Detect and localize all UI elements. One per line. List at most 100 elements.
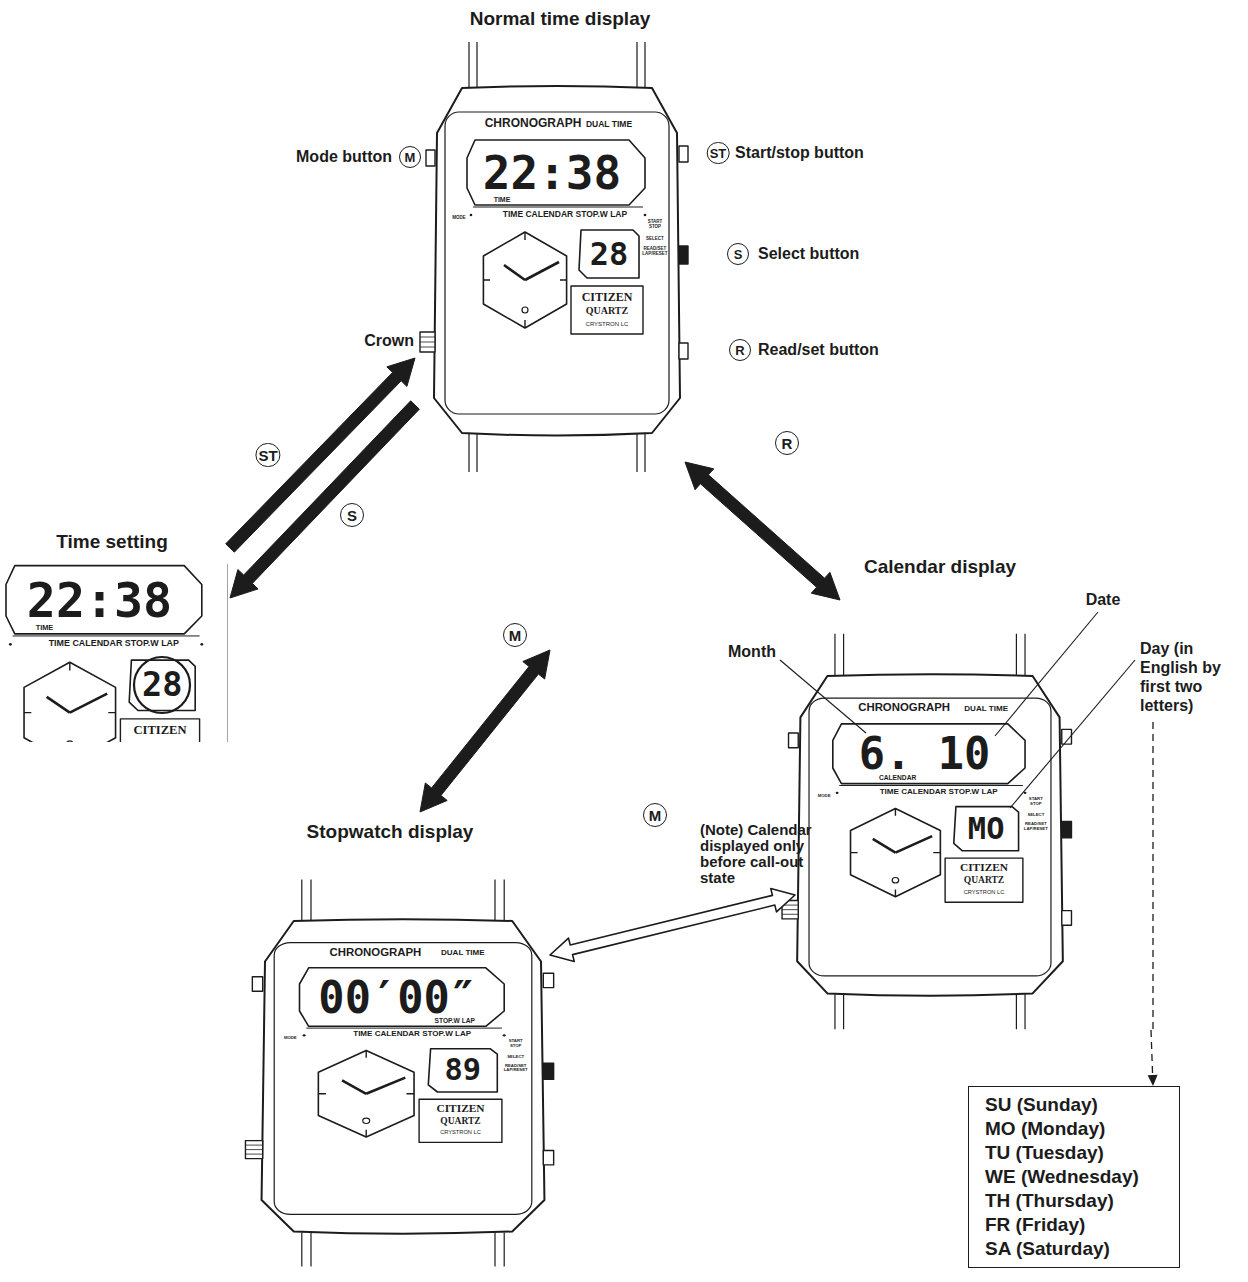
lcd-digits: 6. 10 xyxy=(859,732,991,776)
part-callout: Month xyxy=(728,644,776,660)
lcd-startstop: START STOP xyxy=(505,1040,526,1049)
select-button xyxy=(679,246,688,264)
button-letter: R xyxy=(775,431,799,455)
lcd-citizen: CITIZEN xyxy=(436,1103,484,1114)
watch-hands xyxy=(342,1078,405,1094)
band-line xyxy=(13,635,200,636)
read-set-button xyxy=(543,1151,553,1165)
band-line xyxy=(473,207,643,208)
lcd-select: SELECT xyxy=(1027,813,1044,817)
state-region: Calendar display xyxy=(795,600,1155,1030)
transition-arrow xyxy=(1148,1030,1158,1086)
watch-drawing xyxy=(245,880,553,1267)
watch-case xyxy=(797,674,1063,996)
read-set-button xyxy=(1062,911,1072,926)
day-code-box: SU (Sunday)MO (Monday)TU (Tuesday)WE (We… xyxy=(968,1086,1180,1268)
lcd-readset: READ/SET LAP/RESET xyxy=(1023,822,1049,831)
quartz-symbol xyxy=(363,1118,370,1123)
crown-ridges xyxy=(245,1145,262,1154)
crown-ridges xyxy=(420,337,435,347)
day-code: TH (Thursday) xyxy=(985,1189,1139,1213)
leader-line xyxy=(1152,722,1153,1030)
watch-hands xyxy=(504,262,559,280)
band-line xyxy=(306,1028,502,1029)
button-letter: M xyxy=(643,803,667,827)
state-title: Calendar display xyxy=(864,556,1016,578)
dial-ticks xyxy=(318,1051,414,1137)
button-letter: ST xyxy=(707,142,730,164)
lcd-band: TIME CALENDAR STOP.W LAP xyxy=(880,788,998,796)
button-letter: M xyxy=(399,146,421,168)
crown xyxy=(245,1141,262,1159)
select-button xyxy=(1062,821,1072,838)
dial-ticks xyxy=(851,808,941,896)
start-stop-button xyxy=(543,973,553,987)
band-dot xyxy=(644,214,647,217)
lcd-startstop: START STOP xyxy=(1025,797,1046,806)
watch-bezel xyxy=(445,112,669,414)
button-callout: Read/set button xyxy=(758,342,879,358)
analog-dial xyxy=(851,808,941,896)
solid-arrow xyxy=(230,401,419,598)
lcd-quartz: QUARTZ xyxy=(586,306,628,316)
watch-hands xyxy=(873,836,932,853)
lcd-chrono: CHRONOGRAPH xyxy=(485,117,582,129)
lcd-citizen: CITIZEN xyxy=(960,863,1008,874)
solid-arrow xyxy=(420,650,550,812)
quartz-symbol xyxy=(67,741,74,742)
day-code: MO (Monday) xyxy=(985,1117,1139,1141)
quartz-symbol xyxy=(892,877,898,883)
lcd-startstop: START STOP xyxy=(644,220,666,230)
button-letter: S xyxy=(727,243,749,265)
leader-line xyxy=(995,612,1098,736)
lcd-band: TIME CALENDAR STOP.W LAP xyxy=(49,639,179,648)
lcd-crystron: CRYSTRON LC xyxy=(586,321,629,327)
crown-ridges xyxy=(782,905,798,914)
lcd-window xyxy=(6,566,202,634)
band-dot xyxy=(303,1034,306,1036)
state-region: Stopwatch display xyxy=(250,812,550,1270)
highlight-ring xyxy=(134,657,190,713)
watch-case xyxy=(262,919,545,1234)
band-line xyxy=(839,785,1023,786)
lcd-chrono: CHRONOGRAPH xyxy=(858,702,950,713)
analog-dial xyxy=(483,232,566,328)
small-display xyxy=(954,807,1019,851)
dashed-arrow-line xyxy=(1151,1030,1153,1076)
outline-arrow xyxy=(550,889,795,962)
transition-arrow xyxy=(685,462,840,600)
leader-line xyxy=(780,660,866,733)
watch-strap xyxy=(302,1232,504,1266)
lcd-dual: DUAL TIME xyxy=(964,705,1008,713)
lcd-dual: DUAL TIME xyxy=(441,949,485,957)
watch-strap xyxy=(835,634,1025,677)
lcd-unit: TIME xyxy=(494,196,511,203)
watch-strap xyxy=(302,880,504,922)
part-callout: Day (in English by first two letters) xyxy=(1140,640,1244,716)
button-callout: Mode button xyxy=(296,149,392,165)
state-region: Normal time display xyxy=(415,5,685,650)
analog-dial xyxy=(318,1051,414,1137)
small-display xyxy=(579,230,639,278)
button-letter: S xyxy=(340,503,364,527)
watch-strap xyxy=(835,994,1025,1029)
watch-drawing xyxy=(4,564,228,742)
watch-bezel xyxy=(809,698,1051,976)
watch-case xyxy=(4,564,228,742)
mode-button xyxy=(789,733,799,748)
watch-bezel xyxy=(274,943,532,1215)
lcd-readset: READ/SET LAP/RESET xyxy=(503,1064,529,1073)
lcd-unit: TIME xyxy=(36,624,54,631)
button-letter: R xyxy=(729,339,751,361)
small-display xyxy=(428,1049,497,1092)
brand-panel xyxy=(120,719,199,742)
mode-button xyxy=(426,150,435,166)
state-region: Time setting xyxy=(5,528,230,743)
band-dot xyxy=(200,643,203,646)
lcd-small: MO xyxy=(968,814,1005,844)
watch-case xyxy=(434,86,680,436)
brand-panel xyxy=(419,1099,502,1142)
lcd-chrono: CHRONOGRAPH xyxy=(330,947,422,958)
